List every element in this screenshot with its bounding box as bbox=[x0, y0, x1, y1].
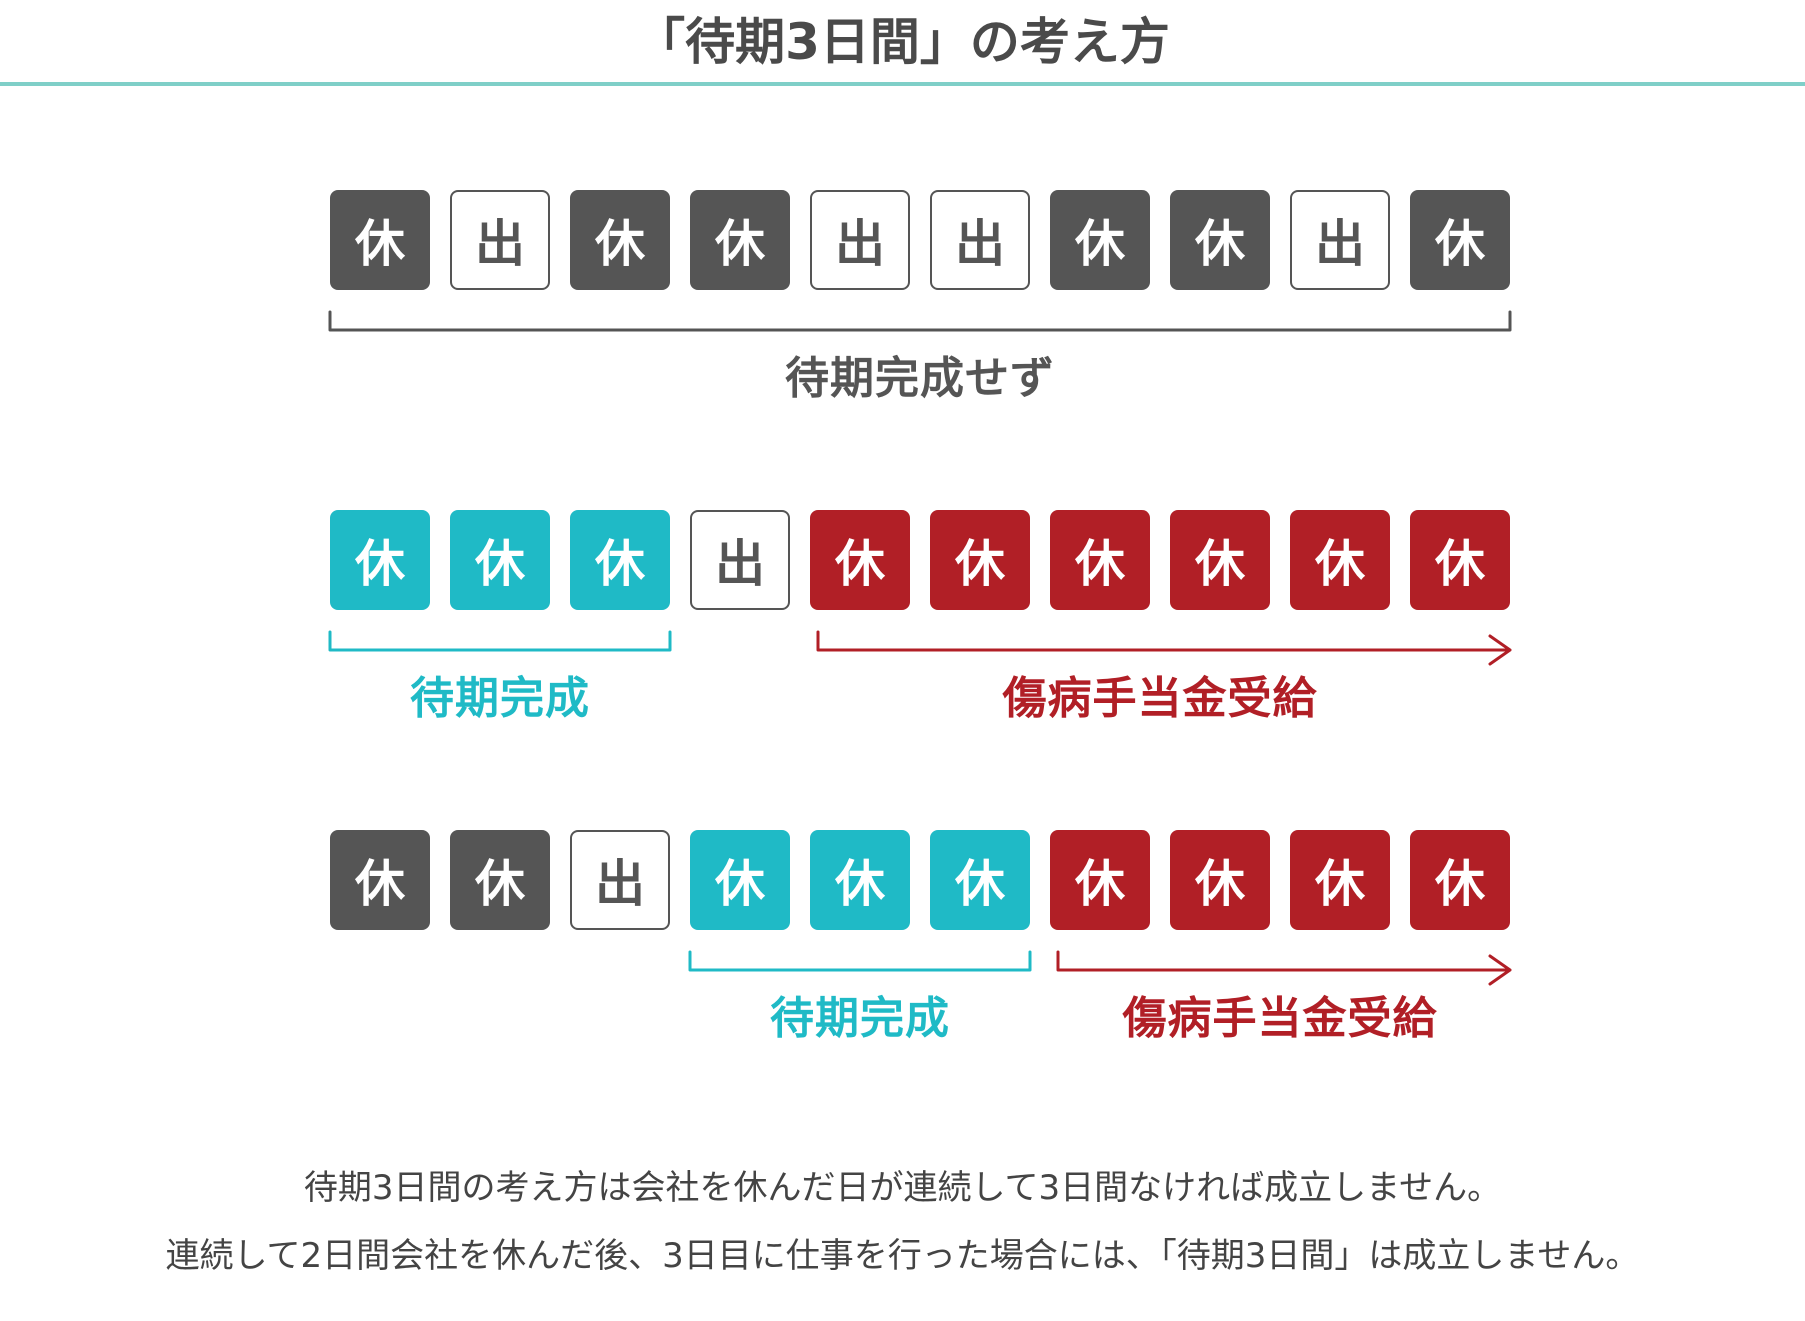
waiting-day-box: 休 bbox=[450, 510, 550, 610]
page-title: 「待期3日間」の考え方 bbox=[635, 13, 1170, 71]
caption-line-1: 待期3日間の考え方は会社を休んだ日が連続して3日間なければ成立しません。 bbox=[303, 1168, 1502, 1208]
absence-day-box: 休 bbox=[1410, 190, 1510, 290]
period-label: 待期完成 bbox=[770, 993, 950, 1044]
absence-day-box: 休 bbox=[1050, 190, 1150, 290]
bracket-line bbox=[328, 310, 1512, 332]
work-day-box: 出 bbox=[570, 830, 670, 930]
period-label: 待期完成せず bbox=[785, 353, 1055, 404]
day-row-1: 休出休休出出休休出休 bbox=[0, 190, 1805, 290]
benefit-label: 傷病手当金受給 bbox=[1122, 993, 1438, 1044]
absence-day-box: 休 bbox=[1170, 190, 1270, 290]
benefit-day-box: 休 bbox=[1410, 830, 1510, 930]
benefit-day-box: 休 bbox=[810, 510, 910, 610]
work-day-box: 出 bbox=[690, 510, 790, 610]
day-row-3: 休休出休休休休休休休 bbox=[0, 830, 1805, 930]
title-underline bbox=[0, 82, 1805, 86]
benefit-day-box: 休 bbox=[1050, 510, 1150, 610]
benefit-day-box: 休 bbox=[1290, 510, 1390, 610]
work-day-box: 出 bbox=[450, 190, 550, 290]
benefit-label: 傷病手当金受給 bbox=[1002, 673, 1318, 724]
period-label: 待期完成 bbox=[410, 673, 590, 724]
waiting-day-box: 休 bbox=[330, 510, 430, 610]
waiting-day-box: 休 bbox=[810, 830, 910, 930]
absence-day-box: 休 bbox=[450, 830, 550, 930]
benefit-day-box: 休 bbox=[1410, 510, 1510, 610]
work-day-box: 出 bbox=[810, 190, 910, 290]
benefit-day-box: 休 bbox=[1170, 510, 1270, 610]
waiting-day-box: 休 bbox=[570, 510, 670, 610]
benefit-day-box: 休 bbox=[1170, 830, 1270, 930]
bracket-line bbox=[688, 950, 1032, 972]
work-day-box: 出 bbox=[1290, 190, 1390, 290]
benefit-day-box: 休 bbox=[930, 510, 1030, 610]
absence-day-box: 休 bbox=[570, 190, 670, 290]
day-row-2: 休休休出休休休休休休 bbox=[0, 510, 1805, 610]
absence-day-box: 休 bbox=[690, 190, 790, 290]
benefit-day-box: 休 bbox=[1290, 830, 1390, 930]
waiting-day-box: 休 bbox=[930, 830, 1030, 930]
arrow-line bbox=[1056, 950, 1512, 986]
absence-day-box: 休 bbox=[330, 830, 430, 930]
bracket-line bbox=[328, 630, 672, 652]
work-day-box: 出 bbox=[930, 190, 1030, 290]
waiting-day-box: 休 bbox=[690, 830, 790, 930]
benefit-day-box: 休 bbox=[1050, 830, 1150, 930]
absence-day-box: 休 bbox=[330, 190, 430, 290]
caption-line-2: 連続して2日間会社を休んだ後、3日目に仕事を行った場合には、「待期3日間」は成立… bbox=[165, 1236, 1640, 1276]
arrow-line bbox=[816, 630, 1512, 666]
